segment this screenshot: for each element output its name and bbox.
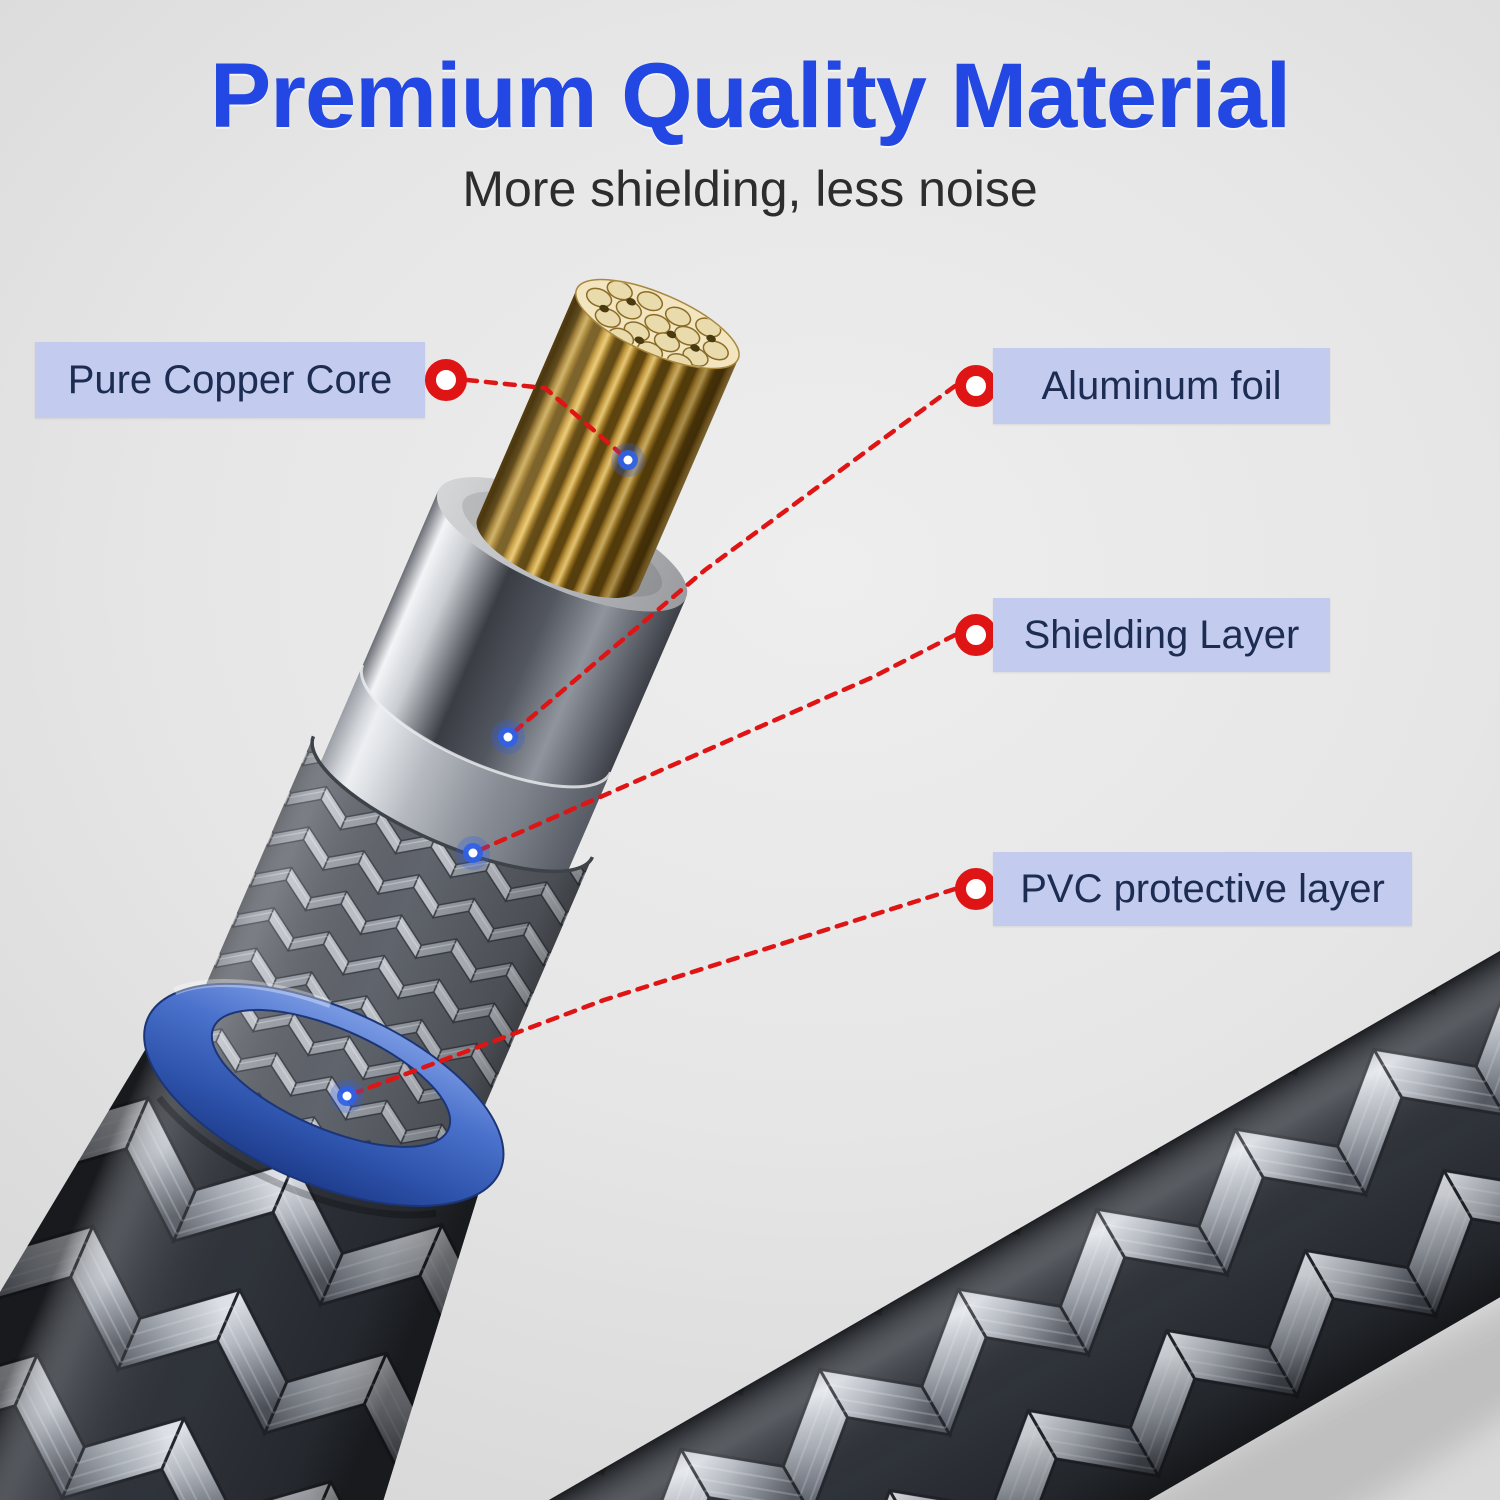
pvc-ring-layer bbox=[143, 979, 505, 1219]
callout-label-pure-copper-core: Pure Copper Core bbox=[35, 342, 425, 418]
page-title: Premium Quality Material bbox=[209, 45, 1291, 147]
callout-label-shielding-layer: Shielding Layer bbox=[993, 598, 1330, 672]
page-subtitle: More shielding, less noise bbox=[462, 161, 1038, 217]
callout-label-aluminum-foil: Aluminum foil bbox=[993, 348, 1330, 424]
braided-cable-right bbox=[531, 855, 1500, 1500]
callout-label-pvc-layer: PVC protective layer bbox=[993, 852, 1412, 926]
cable-shadow bbox=[751, 1247, 1500, 1500]
copper-strand-ends bbox=[585, 280, 729, 374]
